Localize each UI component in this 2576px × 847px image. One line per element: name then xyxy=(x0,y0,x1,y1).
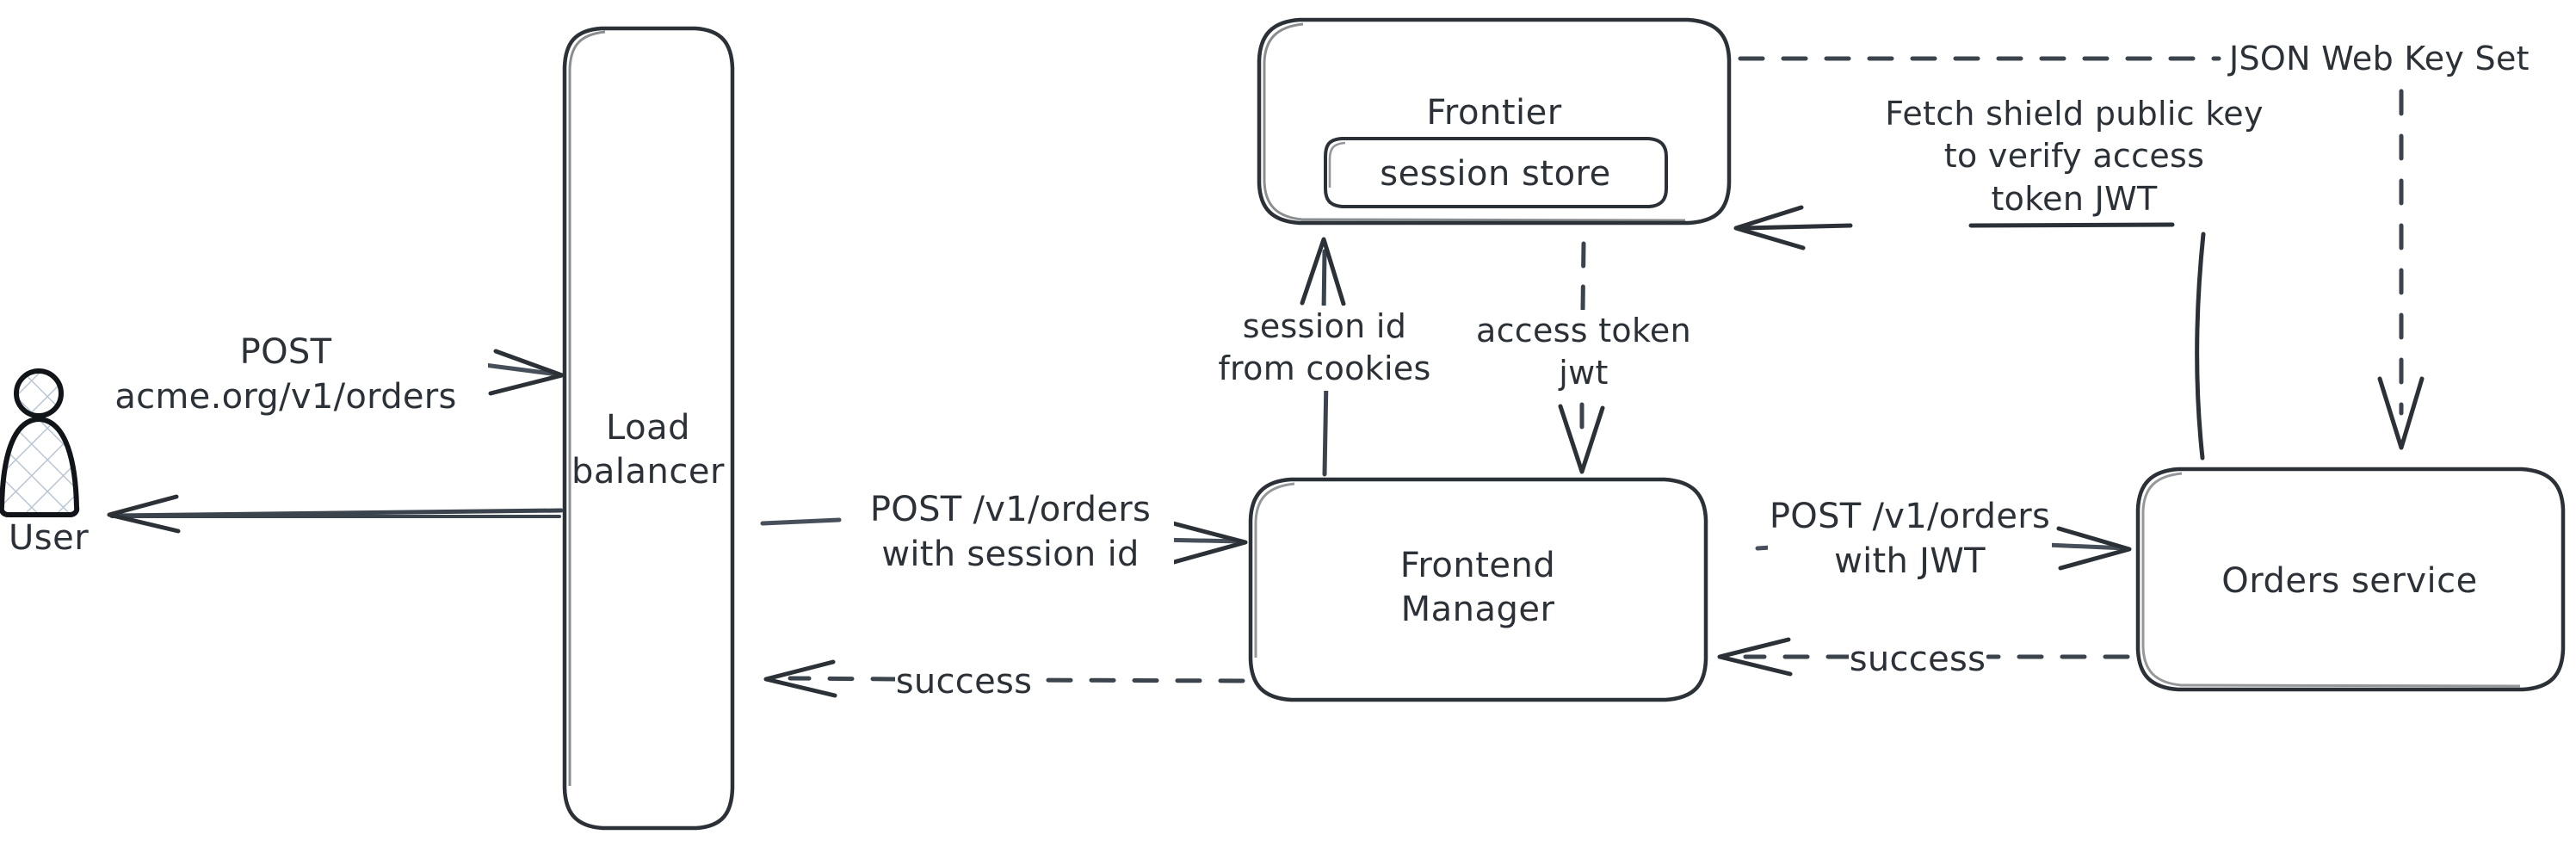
edge-label-orders-to-frontier: Fetch shield public key to verify access… xyxy=(1876,93,2272,221)
orders-service-shape[interactable] xyxy=(2135,467,2566,692)
edge-label-orders-to-fm-success: success xyxy=(1849,637,1986,682)
node-label-user: User xyxy=(9,518,90,558)
edge-label-lb-to-fm: POST /v1/orders with session id xyxy=(847,487,1174,577)
edge-fm-to-lb-success xyxy=(763,659,1245,698)
node-label-orders-service: Orders service xyxy=(2221,561,2478,601)
edge-label-frontier-to-fm: access token jwt xyxy=(1463,310,1704,395)
node-label-load-balancer: Load balancer xyxy=(571,408,725,492)
edge-orders-to-frontier xyxy=(1733,205,2206,461)
edge-label-jwks: JSON Web Key Set xyxy=(2229,38,2573,81)
node-label-frontend-manager: Frontend Manager xyxy=(1399,546,1556,630)
edge-label-user-to-lb: POST acme.org/v1/orders xyxy=(83,330,488,419)
session-store-shape[interactable] xyxy=(1324,137,1668,208)
node-label-frontier: Frontier xyxy=(1426,93,1562,133)
edge-lb-to-user xyxy=(107,494,564,534)
frontier-shape[interactable] xyxy=(1257,17,1732,226)
edge-orders-to-fm-success xyxy=(1717,637,2130,677)
frontend-manager-shape[interactable] xyxy=(1248,477,1708,702)
edge-label-fm-to-lb-success: success xyxy=(895,659,1033,704)
edge-fm-to-frontier xyxy=(1300,237,1346,477)
edge-label-fm-to-frontier: session id from cookies xyxy=(1208,306,1441,391)
edge-label-fm-to-orders: POST /v1/orders with JWT xyxy=(1768,494,2052,584)
user-icon xyxy=(0,368,80,517)
edge-jwks xyxy=(1738,56,2425,450)
load-balancer-shape[interactable] xyxy=(562,26,735,831)
node-label-session-store: session store xyxy=(1380,154,1611,194)
edge-frontier-to-fm xyxy=(1558,241,1605,474)
